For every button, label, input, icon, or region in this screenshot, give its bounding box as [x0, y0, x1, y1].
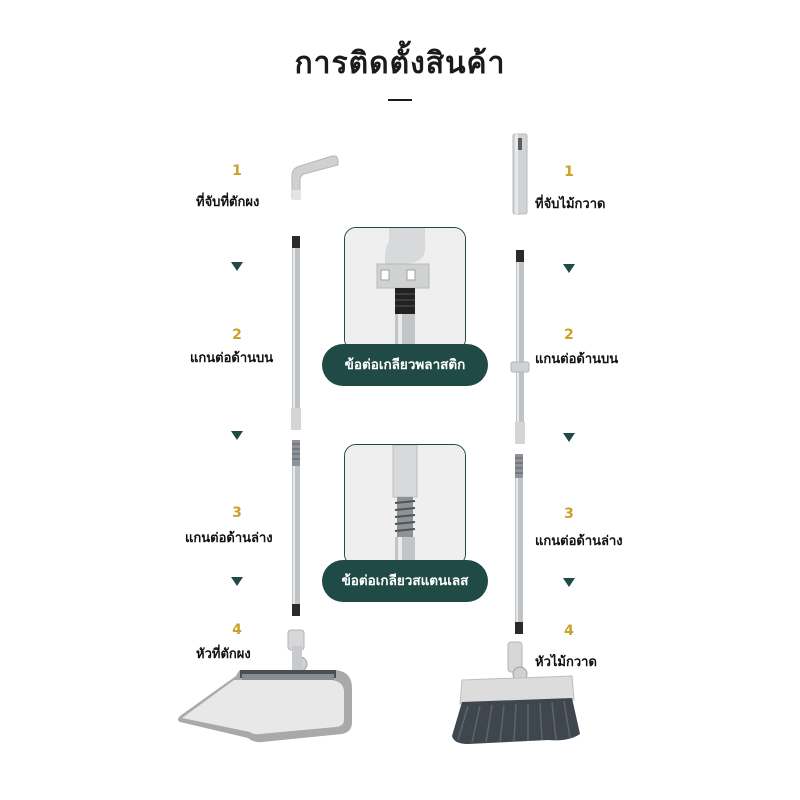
steel-joint-closeup-icon [345, 445, 465, 565]
left-upper-rod-icon [291, 236, 301, 430]
right-step-1-number: 1 [564, 164, 574, 180]
right-lower-rod-icon [515, 454, 523, 634]
steel-joint-detail [344, 444, 466, 566]
left-lower-rod-icon [292, 440, 300, 616]
right-arrow-3-icon [563, 578, 575, 587]
steel-joint-label: ข้อต่อเกลียวสแตนเลส [322, 560, 488, 602]
left-step-4-number: 4 [232, 622, 242, 638]
right-step-2-label: แกนต่อด้านบน [535, 352, 619, 367]
left-arrow-3-icon [231, 577, 243, 586]
left-step-3-label: แกนต่อด้านล่าง [185, 531, 273, 546]
dustpan-handle-icon [291, 155, 339, 200]
broom-handle-icon [512, 133, 528, 215]
right-arrow-2-icon [563, 433, 575, 442]
page-title: การติดตั้งสินค้า [294, 46, 506, 81]
left-arrow-2-icon [231, 431, 243, 440]
right-step-3-label: แกนต่อด้านล่าง [535, 534, 623, 549]
left-step-2-number: 2 [232, 327, 242, 343]
plastic-joint-detail [344, 227, 466, 351]
right-step-2-number: 2 [564, 327, 574, 343]
left-arrow-1-icon [231, 262, 243, 271]
left-step-3-number: 3 [232, 505, 242, 521]
left-step-2-label: แกนต่อด้านบน [190, 351, 274, 366]
dustpan-head-icon [178, 629, 352, 743]
title-divider [388, 99, 412, 101]
plastic-joint-closeup-icon [345, 228, 465, 350]
right-step-3-number: 3 [564, 506, 574, 522]
right-step-4-number: 4 [564, 623, 574, 639]
plastic-joint-label: ข้อต่อเกลียวพลาสติก [322, 344, 488, 386]
right-arrow-1-icon [563, 264, 575, 273]
left-step-1-label: ที่จับที่ตักผง [196, 195, 260, 210]
left-step-1-number: 1 [232, 163, 242, 179]
right-step-4-label: หัวไม้กวาด [535, 655, 597, 670]
broom-head-icon [452, 641, 580, 744]
right-step-1-label: ที่จับไม้กวาด [535, 197, 606, 212]
right-upper-rod-icon [510, 250, 530, 444]
left-step-4-label: หัวที่ตักผง [196, 647, 251, 662]
